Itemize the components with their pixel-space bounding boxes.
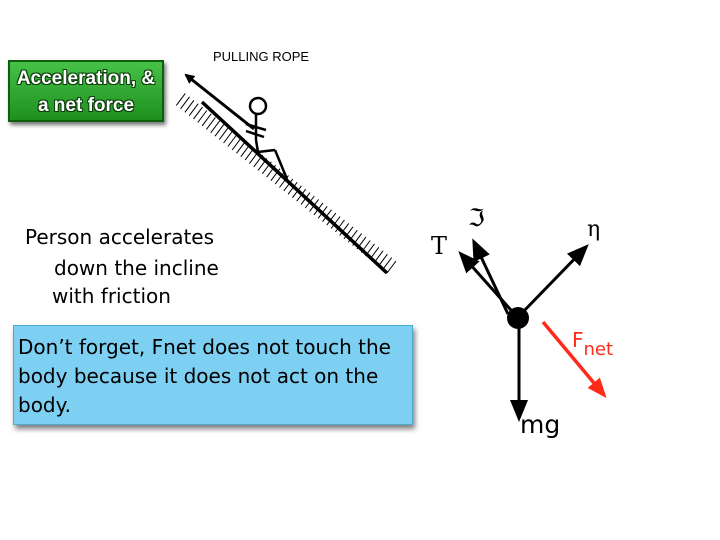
net-force-arrow: [541, 320, 607, 399]
hatch-line: [334, 219, 345, 233]
normal-arrow: [519, 244, 589, 316]
hatch-line: [201, 113, 212, 127]
hatch-line: [180, 96, 191, 110]
tension-label: T: [431, 232, 447, 260]
hatch-line: [175, 93, 186, 106]
hatch-line: [227, 134, 238, 147]
rope-arrow: [184, 73, 255, 131]
hatch-line: [236, 141, 246, 154]
hatch-line: [274, 171, 285, 185]
hatch-line: [223, 130, 234, 144]
net-force-subscript: net: [584, 339, 614, 360]
normal-label: η: [587, 217, 600, 242]
weight-label: mg: [520, 410, 560, 439]
hatch-line: [326, 212, 337, 226]
title-line-1: Acceleration, &: [16, 68, 156, 89]
hatch-line: [287, 182, 298, 195]
hatch-line: [231, 137, 242, 151]
rope-label: PULLING ROPE: [213, 49, 310, 64]
tension-arrow: [458, 251, 520, 319]
free-body-diagram: T ℑ η mg Fnet: [431, 204, 613, 439]
title-badge: Acceleration, & a net force: [8, 60, 164, 122]
hatch-line: [283, 178, 294, 192]
description-line-1: Person accelerates: [25, 225, 215, 249]
title-line-2: a net force: [37, 95, 135, 116]
hatch-line: [339, 223, 350, 236]
friction-arrow: [472, 238, 510, 315]
friction-label: ℑ: [468, 204, 485, 232]
net-force-letter: F: [572, 328, 584, 352]
hatch-line: [184, 100, 195, 113]
hatch-line: [382, 257, 393, 270]
net-force-label: Fnet: [572, 328, 613, 360]
incline-surface: [175, 93, 397, 275]
body-dot: [507, 307, 529, 329]
hatch-line: [386, 260, 397, 274]
note-box: Don’t forget, Fnet does not touch the bo…: [13, 325, 413, 425]
description-line-3: with friction: [52, 284, 171, 308]
hatch-line: [188, 103, 199, 116]
hatch-line: [197, 110, 208, 123]
stick-figure: [245, 96, 289, 180]
hatch-line: [214, 123, 225, 137]
hatch-line: [205, 117, 216, 130]
hatch-line: [210, 120, 221, 134]
hatch-line: [330, 216, 341, 229]
hatch-line: [218, 127, 229, 140]
hatch-line: [193, 106, 203, 120]
description-line-2: down the incline: [54, 256, 219, 280]
